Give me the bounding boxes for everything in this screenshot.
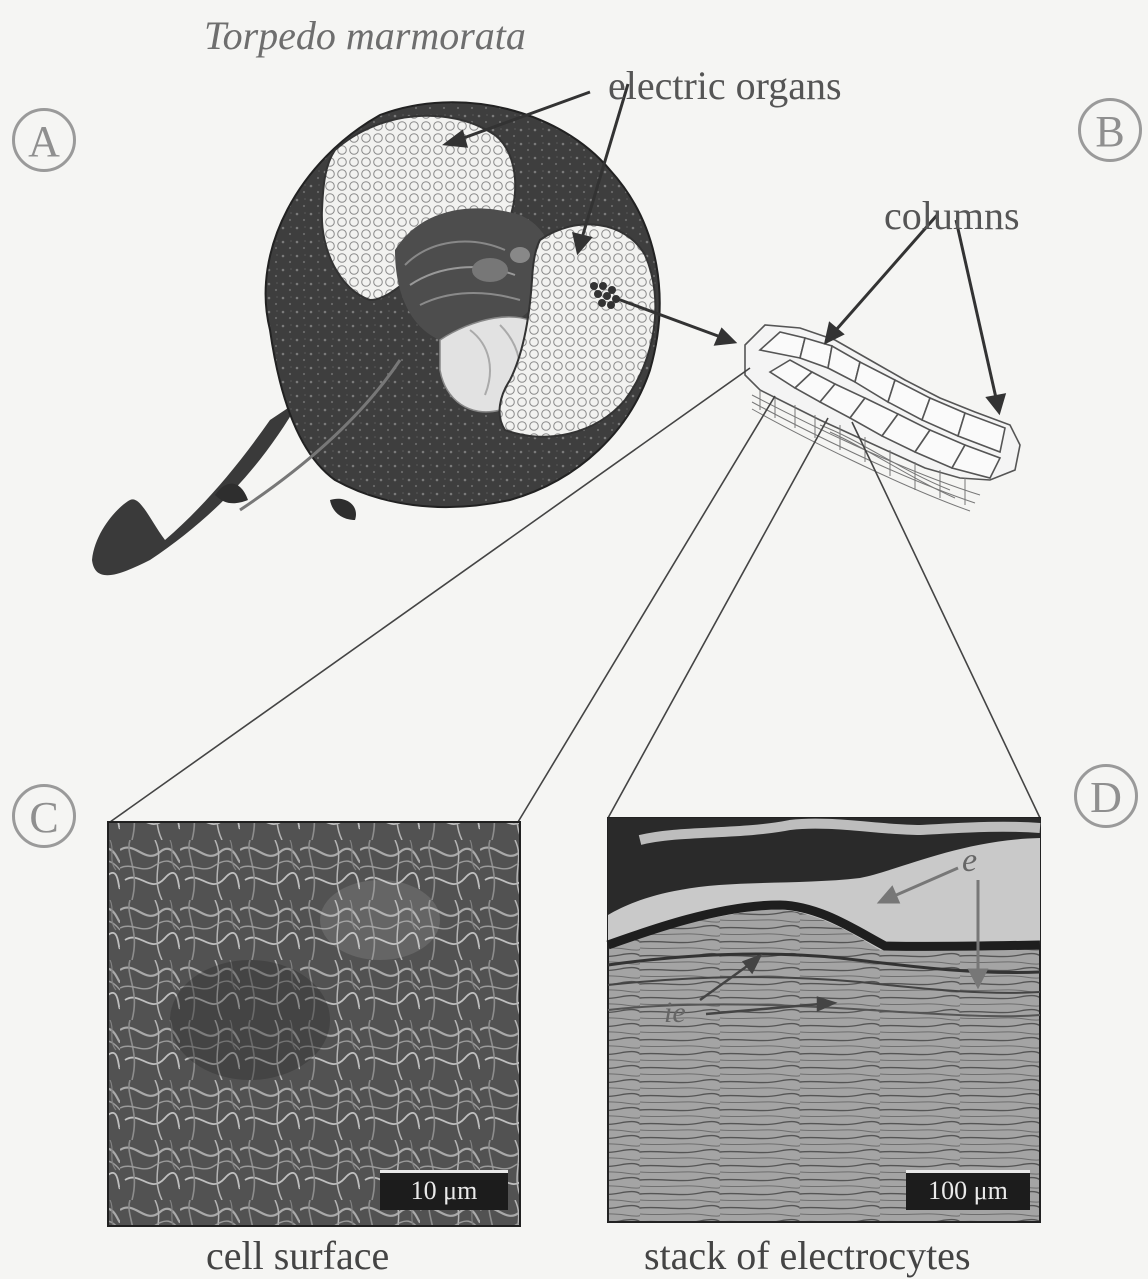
scale-bar-d: 100 μm [906,1170,1030,1210]
micrograph-c [108,822,520,1226]
panel-label-a: A [12,108,76,172]
annotation-e: e [962,842,977,880]
columns-drawing [745,325,1020,511]
panel-label-d: D [1074,764,1138,828]
ray-illustration [92,102,660,575]
scale-bar-c: 10 μm [380,1170,508,1210]
caption-stack-of-electrocytes: stack of electrocytes [644,1232,971,1279]
species-title: Torpedo marmorata [204,12,526,59]
electric-organs-label: electric organs [608,62,842,109]
panel-label-c: C [12,784,76,848]
columns-label: columns [884,192,1020,239]
annotation-ie: ie [664,996,686,1030]
caption-cell-surface: cell surface [206,1232,389,1279]
panel-label-b: B [1078,98,1142,162]
